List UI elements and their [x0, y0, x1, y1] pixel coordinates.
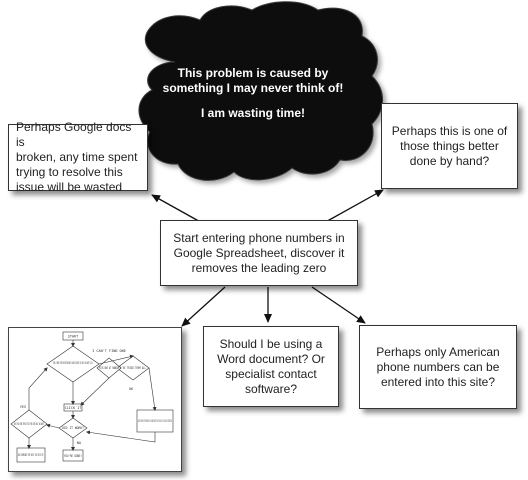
fc-start-text: START [68, 335, 79, 339]
fc-ok-label: OK [129, 387, 134, 391]
google-line-4: issue will be wasted [16, 180, 123, 194]
fc-pick-one-text: PICK ONE AT RANDOM [99, 366, 119, 370]
word-line-3: specialist contact [225, 366, 317, 381]
word-line-4: software? [244, 381, 297, 396]
american-numbers-box: Perhaps only American phone numbers can … [359, 325, 517, 409]
arrow-to-american [311, 286, 366, 324]
american-line-2: phone numbers can be [376, 359, 500, 374]
flowchart-drawing: START FIND A MENU ITEM OR BUTTON WHICH L… [10, 331, 174, 463]
google-line-1: Perhaps Google docs is [16, 120, 132, 149]
fc-click-text: CLICK IT [65, 406, 83, 410]
word-line-1: Should I be using a [219, 336, 323, 351]
start-line-2: Google Spreadsheet, discover it [173, 245, 345, 260]
word-line-2: Word document? Or [217, 351, 325, 366]
start-box: Start entering phone numbers in Google S… [160, 220, 358, 286]
byhand-line-1: Perhaps this is one of [391, 123, 508, 138]
fc-work-text: DID IT WORK? [62, 426, 84, 430]
google-broken-box: Perhaps Google docs is broken, any time … [8, 120, 148, 194]
byhand-line-3: done by hand? [409, 153, 490, 168]
cloud-line-1: This problem is caused by [177, 66, 329, 80]
fc-find-text: FIND A MENU ITEM OR BUTTON WHICH LOOKS R… [53, 361, 93, 365]
arrow-to-google [151, 194, 205, 225]
start-line-3: removes the leading zero [191, 260, 327, 275]
fc-ask-text: ASK SOMEONE FOR HELP OR GIVE UP. [18, 453, 44, 457]
byhand-line-2: those things better [400, 138, 499, 153]
fc-yes-label: YES [20, 405, 26, 409]
american-line-1: Perhaps only American [376, 344, 500, 359]
cloud-line-2: something I may never think of! [162, 81, 344, 95]
fc-cant-find-text: I CAN'T FIND ONE [92, 349, 126, 353]
fc-ask-someone-node [16, 447, 46, 463]
google-line-2: broken, any time spent [16, 150, 138, 164]
fc-tried-all-node [116, 355, 150, 381]
fc-no-label: NO [77, 441, 81, 445]
google-line-3: trying to resolve this [16, 165, 123, 179]
arrow-to-byhand [321, 189, 384, 225]
cloud-text: This problem is caused by something I ma… [158, 66, 348, 121]
american-line-3: entered into this site? [380, 374, 496, 389]
fc-half-hour-text: HAVE YOU BEEN TRYING THIS FOR OVER HALF … [14, 422, 44, 426]
flowchart-thumbnail: START FIND A MENU ITEM OR BUTTON WHICH L… [8, 327, 182, 472]
start-line-1: Start entering phone numbers in [173, 230, 345, 245]
cloud-line-3: I am wasting time! [200, 106, 306, 120]
word-document-box: Should I be using a Word document? Or sp… [203, 326, 339, 407]
fc-tried-all-text: I'VE TRIED THEM ALL [120, 366, 146, 370]
done-by-hand-box: Perhaps this is one of those things bett… [381, 103, 518, 189]
fc-done-text: YOU'RE DONE! [64, 454, 82, 458]
fc-google-text: GOOGLE THE NAME OF THE PROGRAM PLUS A FE… [138, 419, 172, 423]
arrow-to-flowchart [181, 286, 226, 327]
